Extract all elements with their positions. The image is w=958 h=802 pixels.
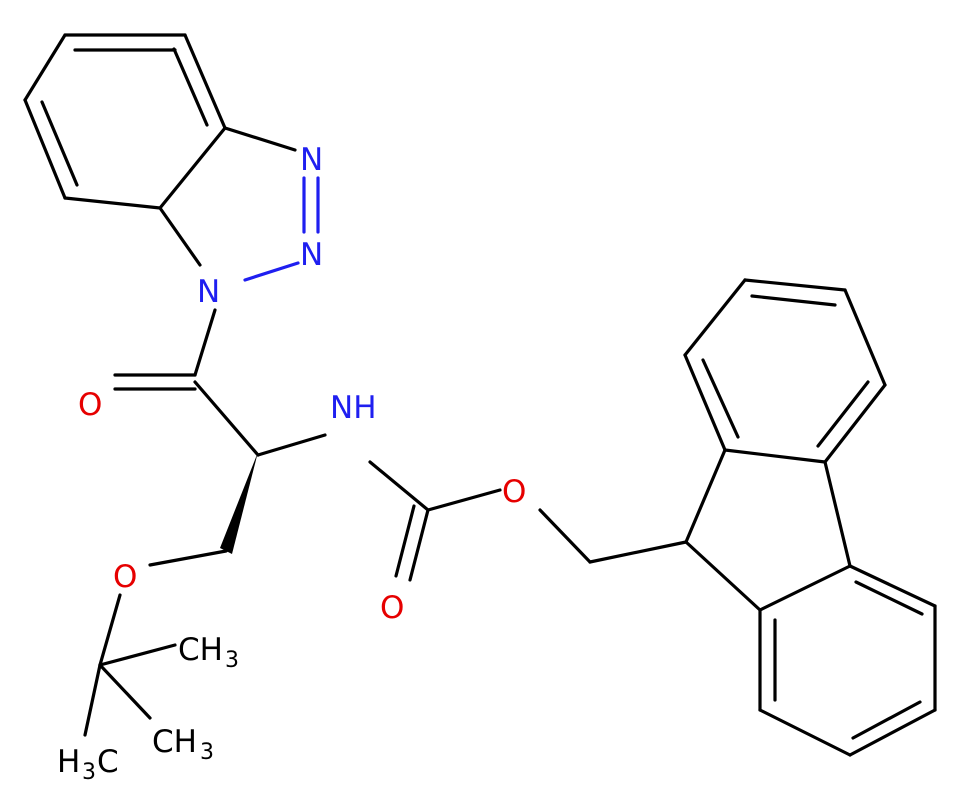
- bond-carbonyl-alpha: [193, 380, 260, 457]
- triazole-ring: [158, 126, 320, 282]
- atom-o-ester: O: [502, 474, 526, 510]
- atom-nh: NH: [330, 390, 377, 426]
- fluorene-rings: [683, 278, 937, 757]
- atom-o-carbonyl: O: [78, 387, 102, 423]
- atom-o-carbamate: O: [380, 590, 404, 626]
- bond-ch2-ether-o: [148, 549, 228, 567]
- tert-butyl-bonds: [83, 643, 177, 737]
- atom-n-triazole-top: N: [300, 142, 323, 178]
- label-ch3-lower-right: CH 3: [152, 724, 214, 765]
- carbamate-double-bond: [394, 504, 430, 582]
- bond-ether-o-quaternary: [98, 593, 122, 667]
- svg-text:CH: CH: [178, 632, 223, 668]
- carbonyl-double-bond: [113, 373, 197, 391]
- svg-text:3: 3: [200, 740, 214, 765]
- bond-alpha-nh: [256, 433, 327, 457]
- bond-ch2-fluorenyl: [588, 540, 688, 564]
- label-ch3-upper: CH 3: [178, 632, 239, 673]
- stereo-wedge-bond: [220, 452, 258, 554]
- atom-o-ether: O: [113, 559, 137, 595]
- atom-n-triazole-mid: N: [300, 237, 323, 273]
- bond-ester-o-ch2: [538, 508, 592, 564]
- svg-text:CH: CH: [152, 724, 197, 760]
- svg-text:3: 3: [225, 648, 239, 673]
- benzotriazole-benzene-ring: [23, 33, 227, 210]
- label-ch3-lower-left: H 3 C: [57, 744, 119, 785]
- svg-text:H: H: [57, 744, 80, 780]
- atom-n-triazole-bottom: N: [197, 274, 220, 310]
- bond-carbamate-ester-o: [426, 488, 502, 512]
- svg-text:C: C: [97, 744, 119, 780]
- svg-text:3: 3: [82, 760, 96, 785]
- bond-nh-carbamate: [368, 460, 430, 512]
- bond-n-carbonyl: [193, 308, 217, 377]
